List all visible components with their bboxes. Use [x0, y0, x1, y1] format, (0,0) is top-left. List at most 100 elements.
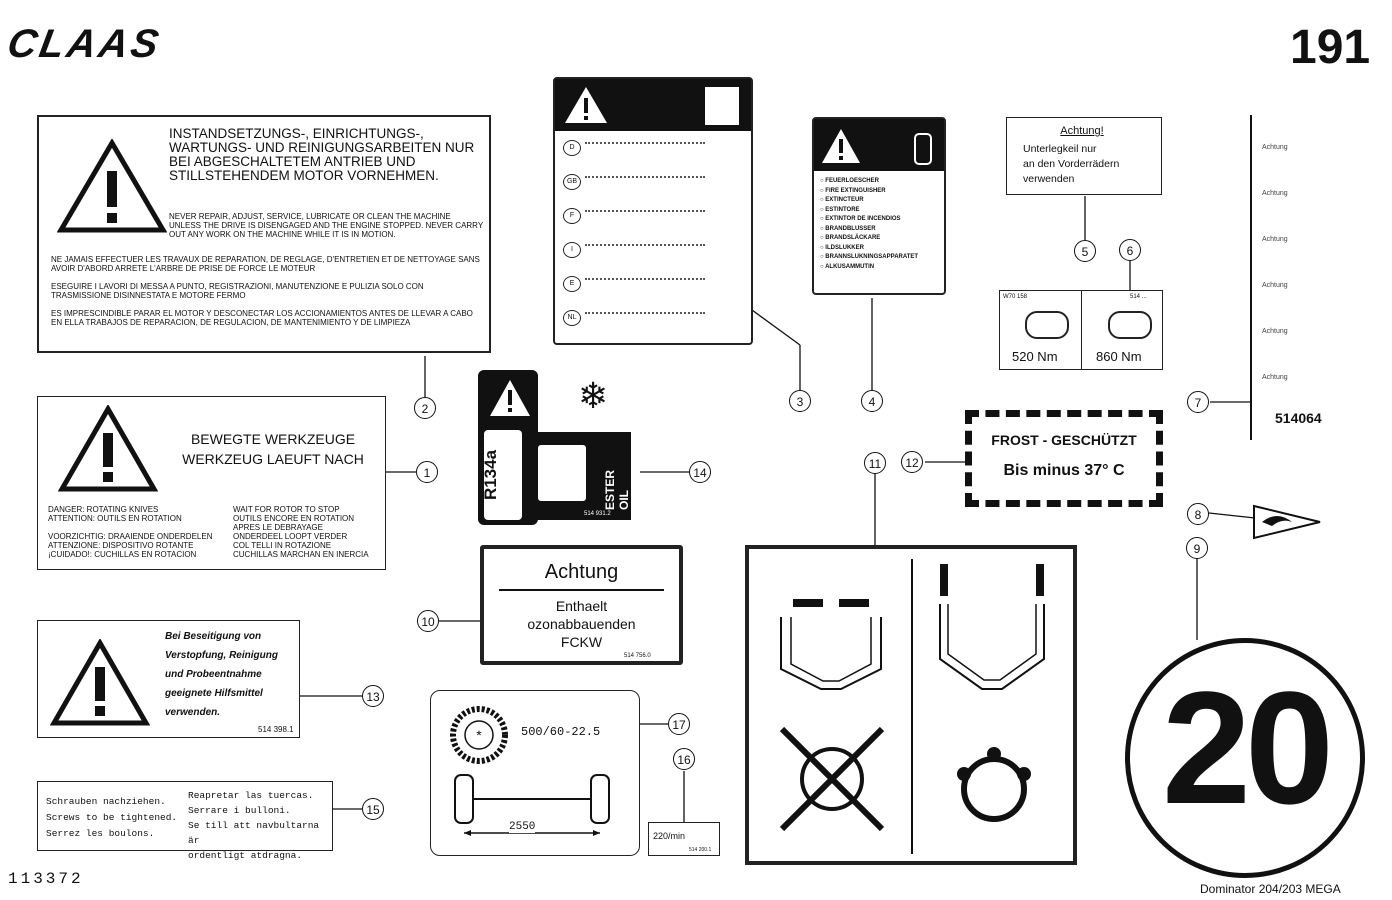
label-15-tighten-screws: Schrauben nachziehen. Screws to be tight… — [37, 781, 333, 861]
lang-badge: GB — [563, 173, 581, 190]
lang-row: I — [563, 241, 705, 275]
lang-badge: F — [563, 207, 581, 224]
warning-triangle-icon — [50, 639, 150, 726]
label-4-fire-extinguisher: ○ FEUERLOESCHER ○ FIRE EXTINGUISHER ○ EX… — [812, 117, 946, 295]
label-13-clearing-blockages: Bei Beseitigung von Verstopfung, Reinigu… — [37, 620, 300, 738]
label-17-tyre-size: 500/60-22.5 — [521, 725, 601, 739]
label-15-left: Schrauben nachziehen. Screws to be tight… — [46, 794, 177, 842]
label-8-reflector-triangle — [1253, 504, 1321, 540]
label-2-maintenance-warning: INSTANDSETZUNGS-, EINRICHTUNGS-, WARTUNG… — [37, 115, 491, 353]
text-line: ATTENTION: OUTILS EN ROTATION — [48, 514, 182, 523]
text-line: OUTILS ENCORE EN ROTATION — [233, 514, 355, 523]
text-line: CUCHILLAS MARCHAN EN INERCIA — [233, 550, 369, 559]
text-line: verwenden. — [165, 707, 221, 718]
text-line: WAIT FOR ROTOR TO STOP — [233, 505, 340, 514]
lang-row: NL — [563, 309, 705, 343]
label-12-line2: Bis minus 37° C — [1003, 462, 1125, 479]
axle-icon — [454, 774, 610, 836]
callout-11: 11 — [864, 452, 886, 474]
lang-badge: E — [563, 275, 581, 292]
label-1-title-line2: WERKZEUG LAEUFT NACH — [182, 451, 364, 467]
callout-1: 1 — [416, 461, 438, 483]
text-line: DANGER: ROTATING KNIVES — [48, 505, 159, 514]
label-2-text-fr: NE JAMAIS EFFECTUER LES TRAVAUX DE REPAR… — [51, 255, 480, 273]
text-line: Reapretar las tuercas. — [188, 790, 314, 801]
label-6-code-right: 514 ... — [1130, 294, 1147, 300]
label-7-sheet — [1250, 115, 1252, 440]
text-line: und Probeentnahme — [165, 669, 262, 680]
text-line: Achtung — [1262, 374, 1288, 381]
callout-13: 13 — [362, 685, 384, 707]
label-17-tyre-track: * 500/60-22.5 2550 — [430, 690, 640, 856]
text-line: an den Vorderrädern — [1023, 158, 1120, 170]
divider — [911, 559, 913, 854]
label-1-right-col: WAIT FOR ROTOR TO STOP OUTILS ENCORE EN … — [233, 505, 383, 559]
callout-14: 14 — [689, 461, 711, 483]
model-name: Dominator 204/203 MEGA — [1200, 882, 1341, 896]
tank-closed-icon — [939, 564, 1045, 690]
lang-badge: I — [563, 241, 581, 258]
text-line: Achtung — [1262, 190, 1288, 197]
label-10-cfc-warning: Achtung Enthaelt ozonabbauenden FCKW 514… — [480, 545, 683, 665]
text-line: Screws to be tightened. — [46, 812, 178, 823]
lang-row: D — [563, 139, 705, 173]
claas-logo: CLAAS — [4, 22, 165, 66]
lang-badge: D — [563, 139, 581, 156]
label-15-right: Reapretar las tuercas. Serrare i bulloni… — [188, 788, 332, 863]
label-1-title-line1: BEWEGTE WERKZEUGE — [190, 431, 356, 447]
text-line: Se till att navbultarna är — [188, 820, 320, 846]
text-line: Unterlegkeil nur — [1023, 143, 1097, 155]
tank-open-icon — [780, 599, 882, 690]
label-13-code: 514 398.1 — [258, 725, 294, 734]
text-line: ONDERDEEL LOOPT VERDER — [233, 532, 348, 541]
label-6-torque-right: 860 Nm — [1096, 349, 1142, 364]
callout-4: 4 — [861, 390, 883, 412]
warning-triangle-icon — [565, 87, 607, 123]
label-5-title: Achtung! — [1060, 125, 1104, 137]
label-2-text-it: ESEGUIRE I LAVORI DI MESSA A PUNTO, REGI… — [51, 282, 424, 300]
text-line: ATTENZIONE: DISPOSITIVO ROTANTE — [48, 541, 194, 550]
text-line: ○ FIRE EXTINGUISHER — [820, 187, 886, 194]
callout-9: 9 — [1186, 537, 1208, 559]
text-line: Bei Beseitigung von — [165, 631, 262, 642]
divider — [499, 589, 664, 591]
label-10-text: Enthaelt ozonabbauenden FCKW — [484, 597, 679, 651]
label-14-code: 514 931.2 — [584, 511, 611, 517]
callout-6: 6 — [1119, 239, 1141, 261]
text-line: Achtung — [1262, 144, 1288, 151]
label-3-header — [555, 79, 751, 131]
text-line: ○ FEUERLOESCHER — [820, 178, 879, 184]
text-line: Achtung — [1262, 282, 1288, 289]
label-5-text: Unterlegkeil nur an den Vorderrädern ver… — [1023, 142, 1119, 187]
label-4-header — [814, 119, 944, 171]
label-10-code: 514 756.0 — [624, 653, 651, 659]
label-7-items: Achtung Achtung Achtung Achtung Achtung … — [1262, 125, 1288, 401]
text-line: VOORZICHTIG: DRAAIENDE ONDERDELEN — [48, 532, 213, 541]
label-9-speed-value: 20 — [1162, 658, 1334, 837]
label-4-lines: ○ FEUERLOESCHER ○ FIRE EXTINGUISHER ○ EX… — [820, 177, 918, 272]
text-line: FCKW — [560, 634, 603, 650]
label-1-rotating-tools: BEWEGTE WERKZEUGE WERKZEUG LAEUFT NACH D… — [37, 396, 386, 570]
text-line: Schrauben nachziehen. — [46, 796, 166, 807]
text-line: Verstopfung, Reinigung — [165, 650, 278, 661]
svg-text:*: * — [476, 727, 482, 743]
callout-10: 10 — [417, 610, 439, 632]
callout-3: 3 — [789, 390, 811, 412]
label-9-speed-sign: 20 — [1125, 638, 1365, 878]
label-2-title: INSTANDSETZUNGS-, EINRICHTUNGS-, WARTUNG… — [169, 126, 475, 183]
label-1-left-col: DANGER: ROTATING KNIVES ATTENTION: OUTIL… — [48, 505, 228, 559]
text-line: Serrare i bulloni. — [188, 805, 291, 816]
label-16-speed: 220/min 514 200.1 — [648, 822, 720, 856]
text-line: COL TELLI IN ROTAZIONE — [233, 541, 332, 550]
hand-icon — [705, 87, 739, 125]
label-5-wheel-chock: Achtung! Unterlegkeil nur an den Vorderr… — [1006, 117, 1162, 195]
text-line: ○ BRANDSLÄCKARE — [820, 235, 881, 241]
page-number: 191 — [1290, 21, 1371, 74]
label-13-text: Bei Beseitigung von Verstopfung, Reinigu… — [165, 627, 278, 722]
label-16-code: 514 200.1 — [689, 847, 712, 853]
text-line: ○ ESTINTORE — [820, 206, 860, 213]
label-3-operator-manual: D GB F I E NL — [553, 77, 753, 345]
callout-15: 15 — [362, 798, 384, 820]
text-line: ordentligt atdragna. — [188, 850, 303, 861]
snowflake-icon: ❄ — [578, 375, 609, 416]
